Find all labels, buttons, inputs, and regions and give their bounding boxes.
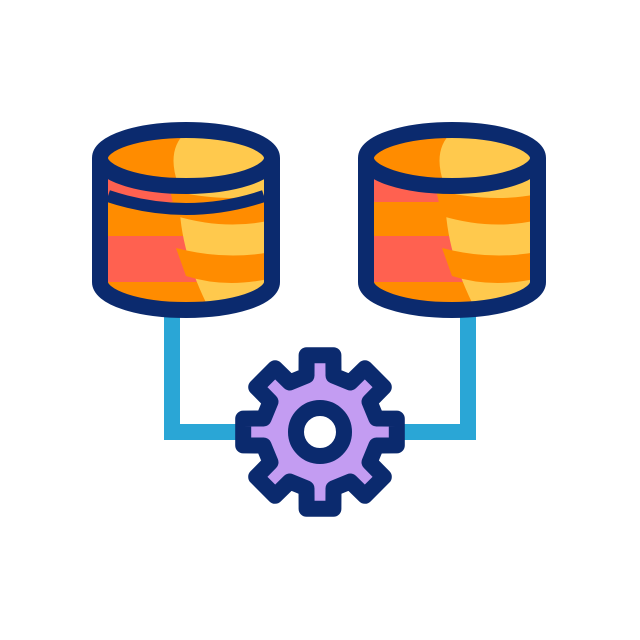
- connector-lines: [164, 312, 476, 440]
- database-right-icon: [358, 122, 546, 318]
- database-left-icon: [92, 122, 280, 318]
- gear-icon: [235, 347, 405, 517]
